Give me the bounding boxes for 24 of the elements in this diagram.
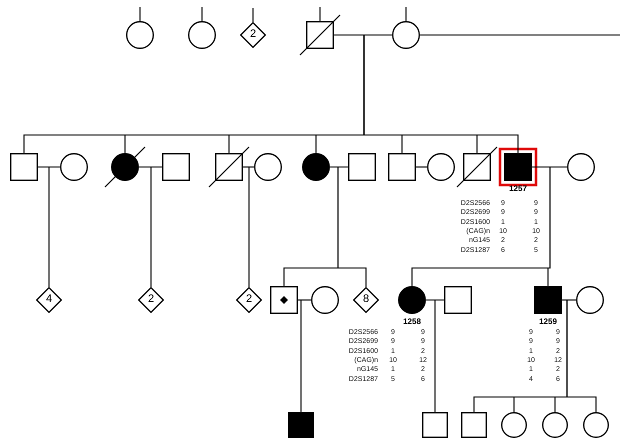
descent-line (532, 166, 551, 286)
sibling-count: 2 (244, 293, 254, 305)
descent-line (139, 7, 141, 21)
relationship-line (420, 34, 620, 36)
sibling-count: 2 (248, 28, 258, 40)
descent-line (426, 299, 436, 413)
descent-line (562, 299, 597, 412)
descent-line (38, 166, 50, 288)
individual-id: 1259 (538, 317, 558, 326)
individual-id: 1258 (402, 317, 422, 326)
descent-line (139, 166, 152, 288)
descent-line (298, 299, 302, 413)
sibling-count: 4 (44, 293, 54, 305)
relationship-line (416, 166, 427, 168)
descent-line (334, 34, 519, 153)
sibling-count: 8 (362, 293, 370, 305)
individual-id: 1257 (508, 184, 528, 193)
descent-line (405, 7, 407, 21)
descent-line (201, 7, 203, 21)
descent-line (330, 166, 367, 287)
descent-line (252, 8, 254, 22)
descent-line (243, 166, 250, 288)
descent-line (319, 7, 321, 21)
sibling-count: 2 (146, 293, 156, 305)
